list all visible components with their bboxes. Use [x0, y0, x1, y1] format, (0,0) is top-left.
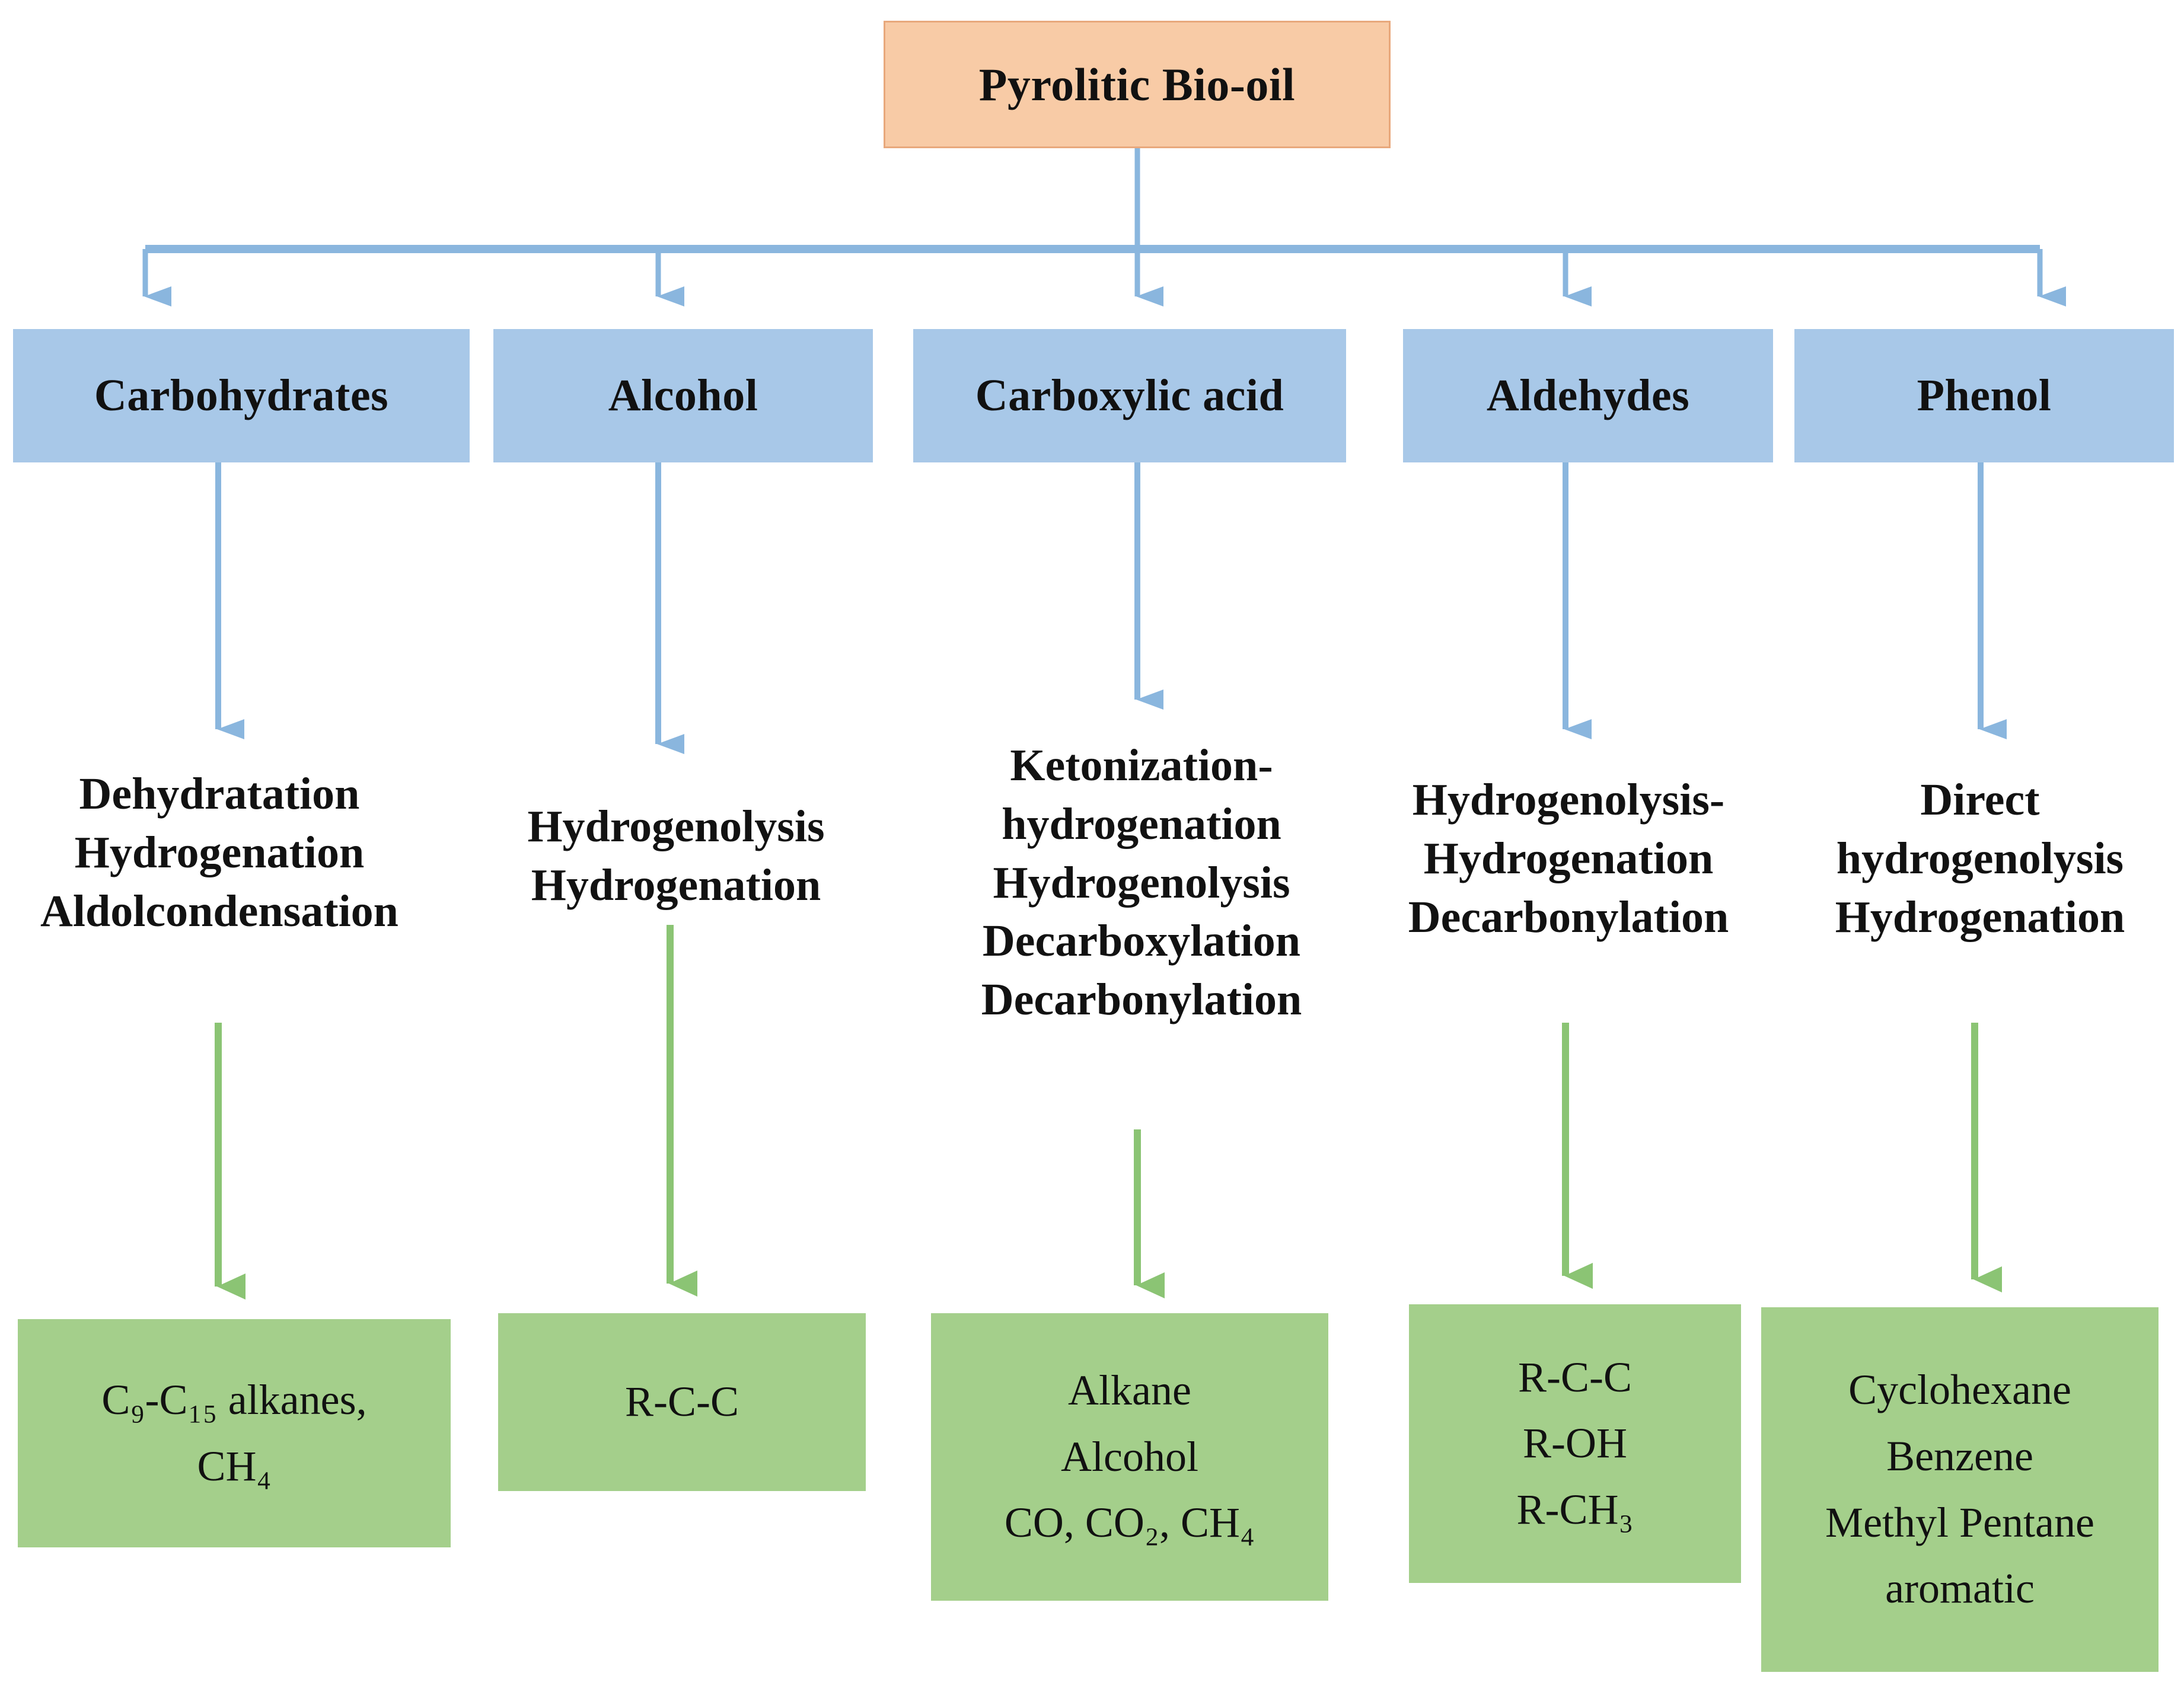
process-item: Hydrogenolysis- — [1412, 775, 1725, 825]
process-list-carboxylic-acid: Ketonization- hydrogenation Hydrogenolys… — [925, 736, 1358, 1029]
product-item: R-CH₃ — [1516, 1485, 1634, 1533]
process-item: Hydrogenolysis — [993, 857, 1290, 908]
category-node-carbohydrates[interactable]: Carbohydrates — [13, 329, 470, 462]
product-item: Cyclohexane — [1848, 1366, 2071, 1414]
category-node-label: Phenol — [1917, 371, 2052, 420]
product-node-phenol[interactable]: Cyclohexane Benzene Methyl Pentane aroma… — [1761, 1307, 2159, 1672]
category-node-aldehydes[interactable]: Aldehydes — [1403, 329, 1773, 462]
product-item: R-C-C — [1517, 1353, 1633, 1401]
process-list-aldehydes: Hydrogenolysis- Hydrogenation Decarbonyl… — [1358, 771, 1779, 946]
process-item: Hydrogenation — [74, 827, 365, 877]
process-item: hydrogenolysis — [1836, 833, 2124, 883]
product-item: R-C-C — [624, 1378, 739, 1426]
process-item: Ketonization- — [1010, 740, 1273, 790]
product-item: Benzene — [1886, 1432, 2033, 1480]
process-item: Aldolcondensation — [40, 886, 398, 936]
process-item: Decarboxylation — [982, 916, 1301, 966]
product-item: Alkane — [1068, 1367, 1191, 1415]
product-node-carboxylic-acid[interactable]: Alkane Alcohol CO, CO₂, CH₄ — [931, 1313, 1328, 1601]
product-node-aldehydes[interactable]: R-C-C R-OH R-CH₃ — [1409, 1304, 1741, 1583]
product-node-carbohydrates[interactable]: C₉-C₁₅ alkanes, CH₄ — [18, 1319, 451, 1547]
category-node-label: Carboxylic acid — [975, 371, 1284, 420]
category-node-alcohol[interactable]: Alcohol — [493, 329, 873, 462]
product-item: CH₄ — [197, 1442, 272, 1490]
category-node-phenol[interactable]: Phenol — [1794, 329, 2174, 462]
product-item: CO, CO₂, CH₄ — [1004, 1499, 1255, 1547]
process-item: Hydrogenation — [531, 860, 821, 910]
root-to-bus-connector — [145, 148, 2040, 253]
process-list-carbohydrates: Dehydratation Hydrogenation Aldolcondens… — [0, 765, 439, 940]
product-node-alcohol[interactable]: R-C-C — [498, 1313, 866, 1491]
process-list-alcohol: Hydrogenolysis Hydrogenation — [468, 797, 884, 915]
product-item: Alcohol — [1061, 1432, 1198, 1480]
category-node-label: Aldehydes — [1486, 371, 1690, 420]
root-node-pyrolitic-bio-oil[interactable]: Pyrolitic Bio-oil — [884, 21, 1391, 148]
process-item: Hydrogenation — [1423, 833, 1714, 883]
root-node-label: Pyrolitic Bio-oil — [978, 58, 1296, 110]
category-node-label: Alcohol — [608, 371, 758, 420]
process-item: Direct — [1920, 775, 2040, 825]
product-item: R-OH — [1523, 1419, 1627, 1467]
process-item: Hydrogenation — [1835, 892, 2125, 942]
product-item: aromatic — [1885, 1565, 2035, 1613]
process-to-product-arrows — [215, 925, 2002, 1300]
product-item: C₉-C₁₅ alkanes, — [101, 1375, 367, 1423]
process-item: Hydrogenolysis — [527, 802, 825, 851]
process-list-phenol: Direct hydrogenolysis Hydrogenation — [1776, 771, 2184, 946]
process-item: Dehydratation — [79, 769, 360, 819]
bus-to-category-arrows — [142, 249, 2066, 307]
process-item: Decarbonylation — [1408, 892, 1729, 942]
process-item: Decarbonylation — [981, 975, 1302, 1025]
product-item: Methyl Pentane — [1825, 1498, 2094, 1546]
process-item: hydrogenation — [1002, 799, 1281, 849]
category-node-label: Carbohydrates — [94, 371, 389, 420]
category-to-process-arrows — [215, 462, 2007, 754]
category-node-carboxylic-acid[interactable]: Carboxylic acid — [913, 329, 1346, 462]
